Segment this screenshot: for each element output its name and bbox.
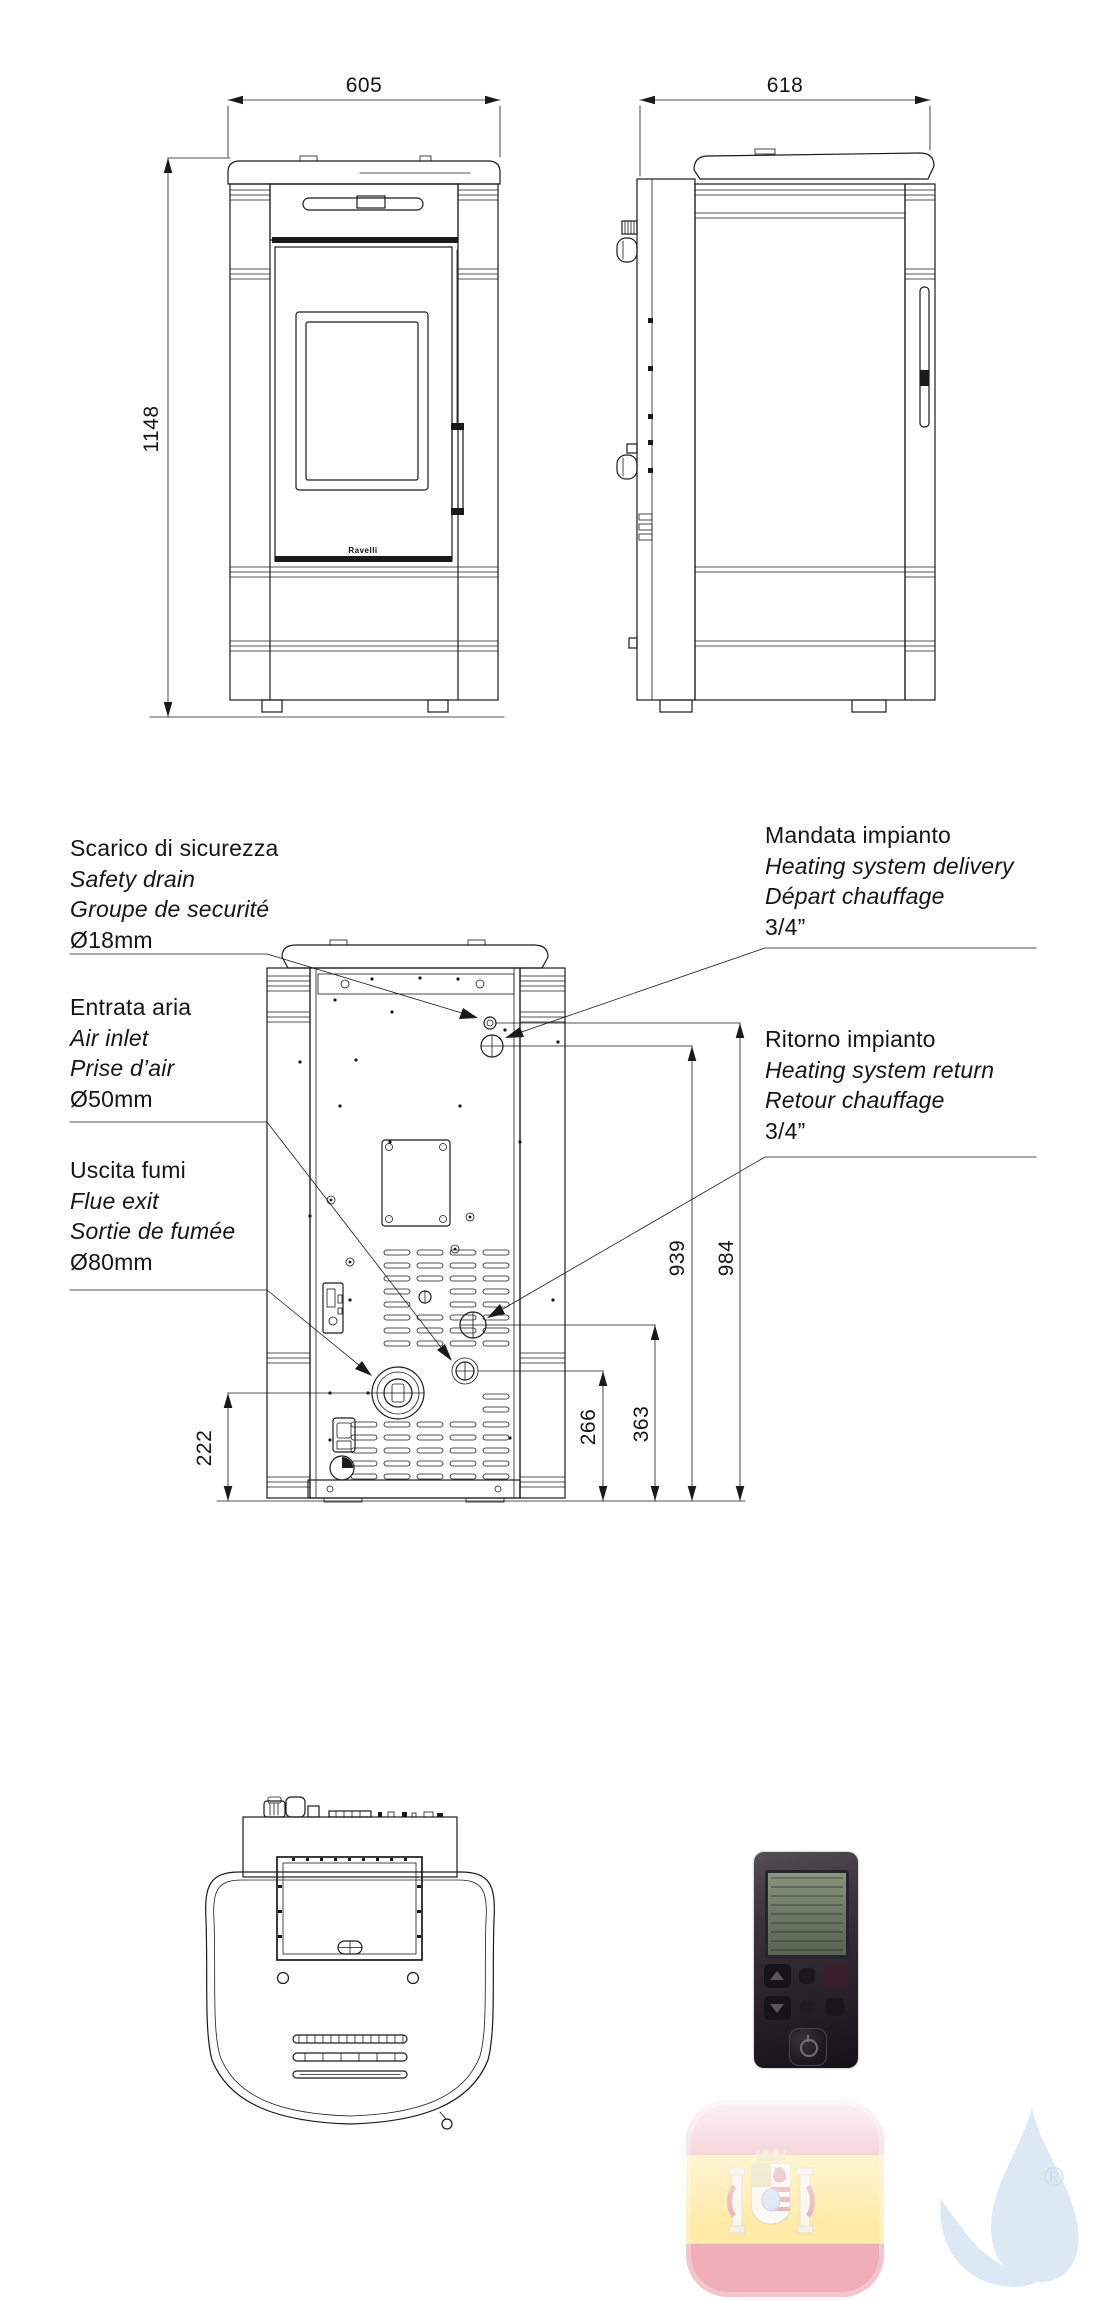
dim-height: 1148 [140,405,163,453]
spain-coat-of-arms [727,2148,815,2234]
water-drop-icon [940,2108,1079,2287]
dim-air-inlet-height: 266 [577,1408,600,1446]
remote-set-button [800,2000,813,2013]
remote-display [765,1870,849,1958]
remote-esc-button [826,1998,844,2016]
remote-on-off-button [824,1964,848,1988]
label-air-inlet-fr: Prise d’air [70,1055,175,1081]
leader-lines [69,947,1037,1502]
remote-power-button [789,2028,827,2066]
label-air-inlet-en: Air inlet [70,1024,149,1051]
label-air-inlet-size: Ø50mm [70,1085,153,1112]
label-delivery-it: Mandata impianto [765,822,952,848]
up-arrow-icon [770,1971,784,1980]
dim-side-depth: 618 [766,74,804,97]
label-safety-drain: Scarico di sicurezza Safety drain Groupe… [70,833,279,955]
remote-control [754,1852,858,2068]
spain-flag-icon [686,2100,884,2297]
remote-menu-button [799,1968,815,1984]
label-flue-exit-fr: Sortie de fumée [70,1218,236,1244]
label-return-it: Ritorno impianto [765,1026,936,1052]
dim-return-height: 363 [630,1405,653,1443]
label-flue-exit: Uscita fumi Flue exit Sortie de fumée Ø8… [70,1155,235,1277]
top-view-drawing [205,1796,495,2130]
power-icon [800,2039,818,2057]
dim-front-width: 605 [345,74,383,97]
label-air-inlet: Entrata aria Air inlet Prise d’air Ø50mm [70,992,191,1114]
label-return-size: 3/4” [765,1117,806,1144]
label-delivery-en: Heating system delivery [765,852,1014,879]
label-delivery-fr: Départ chauffage [765,883,945,909]
side-view-drawing [616,148,936,713]
label-safety-drain-fr: Groupe de securité [70,896,270,922]
label-flue-exit-it: Uscita fumi [70,1157,186,1183]
label-flue-exit-en: Flue exit [70,1187,159,1214]
label-delivery-size: 3/4” [765,913,806,940]
label-safety-drain-size: Ø18mm [70,926,153,953]
label-safety-drain-it: Scarico di sicurezza [70,835,279,861]
label-return-fr: Retour chauffage [765,1087,945,1113]
dim-delivery-height: 939 [666,1239,689,1277]
front-view-drawing [149,155,505,718]
down-arrow-icon [770,2004,784,2013]
label-delivery: Mandata impianto Heating system delivery… [765,820,1014,942]
dimension-lines-top [163,95,931,718]
remote-up-button [764,1964,791,1988]
label-safety-drain-en: Safety drain [70,865,196,892]
label-air-inlet-it: Entrata aria [70,994,192,1020]
label-flue-exit-size: Ø80mm [70,1248,153,1275]
registered-trademark-icon: ® [1044,2162,1064,2192]
remote-down-button [764,1996,791,2020]
label-return-en: Heating system return [765,1056,995,1083]
rear-view-drawing [266,939,566,1503]
brand-logo: Ravelli [348,546,378,555]
dim-flue-height: 222 [193,1429,216,1467]
label-return: Ritorno impianto Heating system return R… [765,1024,994,1146]
dim-safety-drain-height: 984 [715,1239,738,1277]
